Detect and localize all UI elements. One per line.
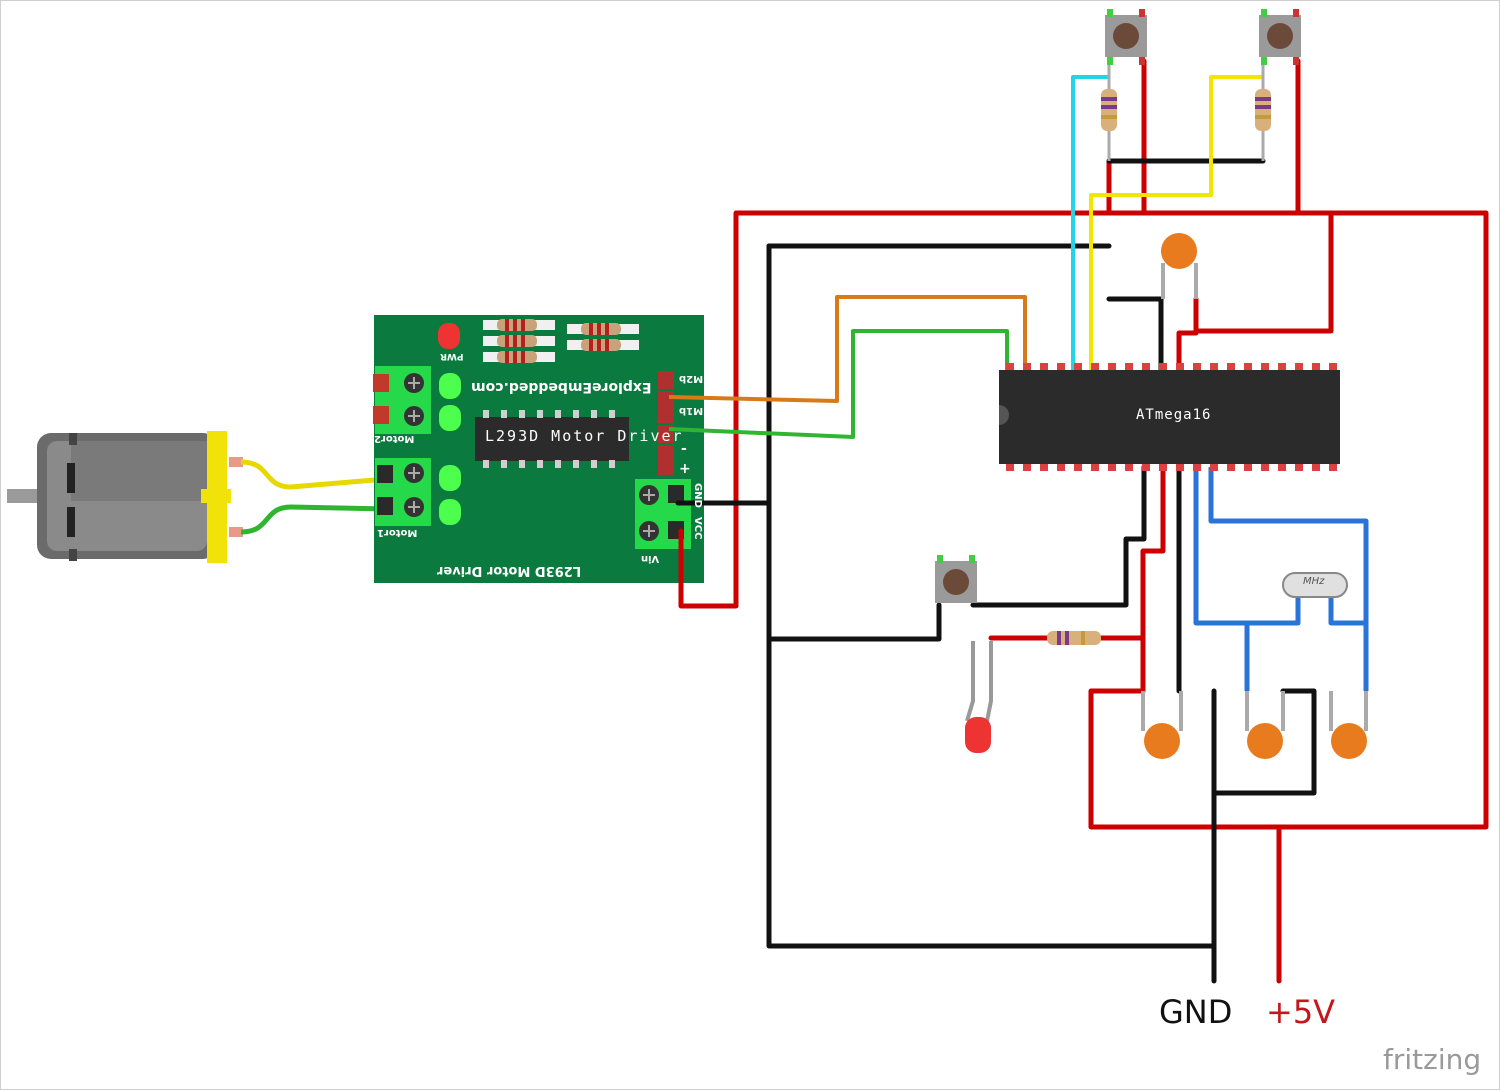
power-wires bbox=[678, 58, 1489, 984]
capacitor-top bbox=[1161, 233, 1198, 299]
gnd-label: GND bbox=[1159, 993, 1233, 1031]
capacitor-3 bbox=[1331, 723, 1367, 759]
capacitor-2 bbox=[1247, 723, 1283, 759]
driver-chip-label: L293D Motor Driver bbox=[485, 427, 684, 445]
atmega16-chip bbox=[999, 363, 1340, 471]
gnd-term-label: GND bbox=[692, 483, 703, 508]
m2b-label: M2b bbox=[679, 373, 704, 384]
plus5v-label: +5V bbox=[1266, 993, 1336, 1031]
plus-label: + bbox=[679, 461, 691, 477]
motor-driver-board bbox=[373, 315, 704, 583]
crystal-wires bbox=[1193, 467, 1369, 691]
mcu-label: ATmega16 bbox=[1136, 407, 1212, 423]
pwr-label: PWR bbox=[440, 351, 464, 361]
fritzing-watermark: fritzing bbox=[1383, 1043, 1482, 1076]
vin-term-label: Vin bbox=[641, 553, 660, 564]
motor2-label: Motor2 bbox=[374, 433, 415, 444]
vcc-term-label: VCC bbox=[692, 517, 703, 540]
driver-site-label: ExploreEmbedded.com bbox=[471, 379, 652, 395]
crystal-label: MHz bbox=[1303, 576, 1325, 587]
push-button-1 bbox=[1105, 9, 1147, 65]
push-button-2 bbox=[1259, 9, 1301, 65]
ground-wires bbox=[675, 158, 1317, 984]
minus-label: - bbox=[681, 441, 687, 457]
reset-button bbox=[935, 555, 977, 603]
driver-title-label: L293D Motor Driver bbox=[437, 563, 582, 578]
crystal-oscillator bbox=[1282, 572, 1348, 598]
resistor-2 bbox=[1255, 65, 1271, 161]
red-led bbox=[965, 641, 993, 753]
dc-motor bbox=[7, 431, 243, 563]
motor1-label: Motor1 bbox=[377, 527, 418, 538]
resistor-1 bbox=[1101, 65, 1117, 161]
m1b-label: M1b bbox=[679, 405, 704, 416]
led-resistor bbox=[1047, 631, 1101, 645]
capacitor-1 bbox=[1144, 723, 1180, 759]
